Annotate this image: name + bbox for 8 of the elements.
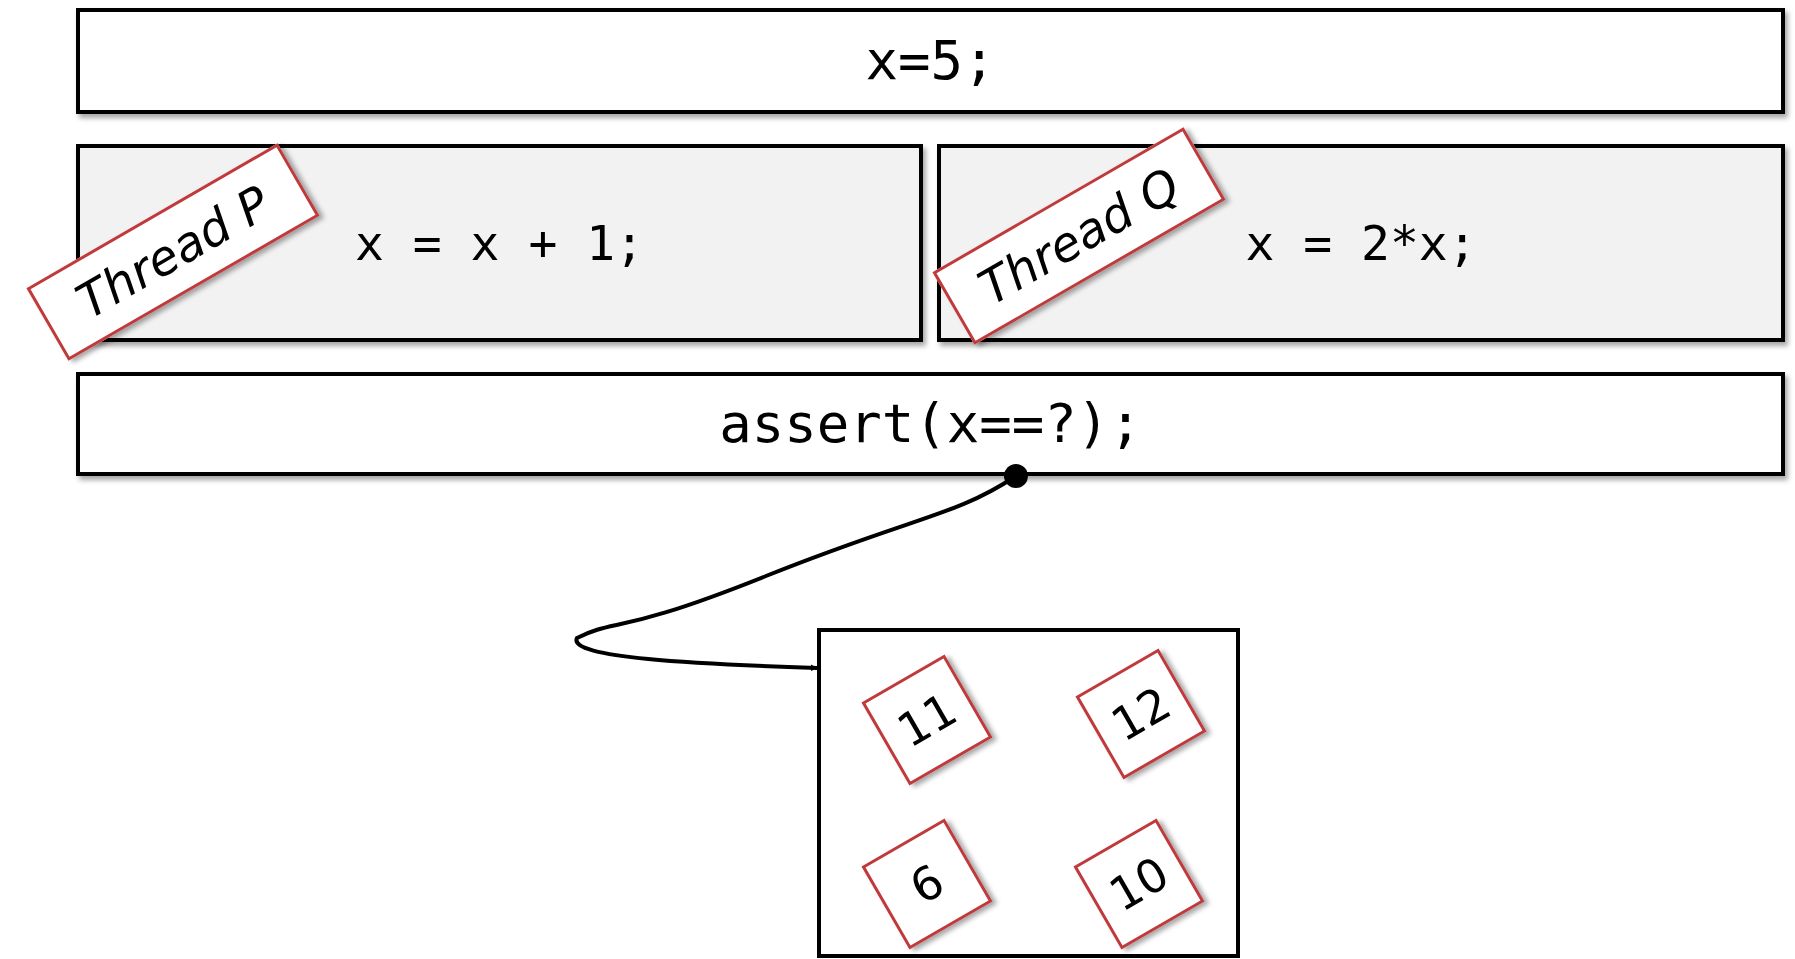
- arrow: [575, 464, 1028, 672]
- value-card: 11: [861, 654, 993, 786]
- values-box: [817, 628, 1240, 958]
- value-card: 6: [861, 818, 993, 950]
- code-box: assert(x==?);: [76, 372, 1785, 476]
- value-card: 12: [1075, 648, 1207, 780]
- code-box: x=5;: [76, 8, 1785, 114]
- value-card: 10: [1073, 818, 1205, 950]
